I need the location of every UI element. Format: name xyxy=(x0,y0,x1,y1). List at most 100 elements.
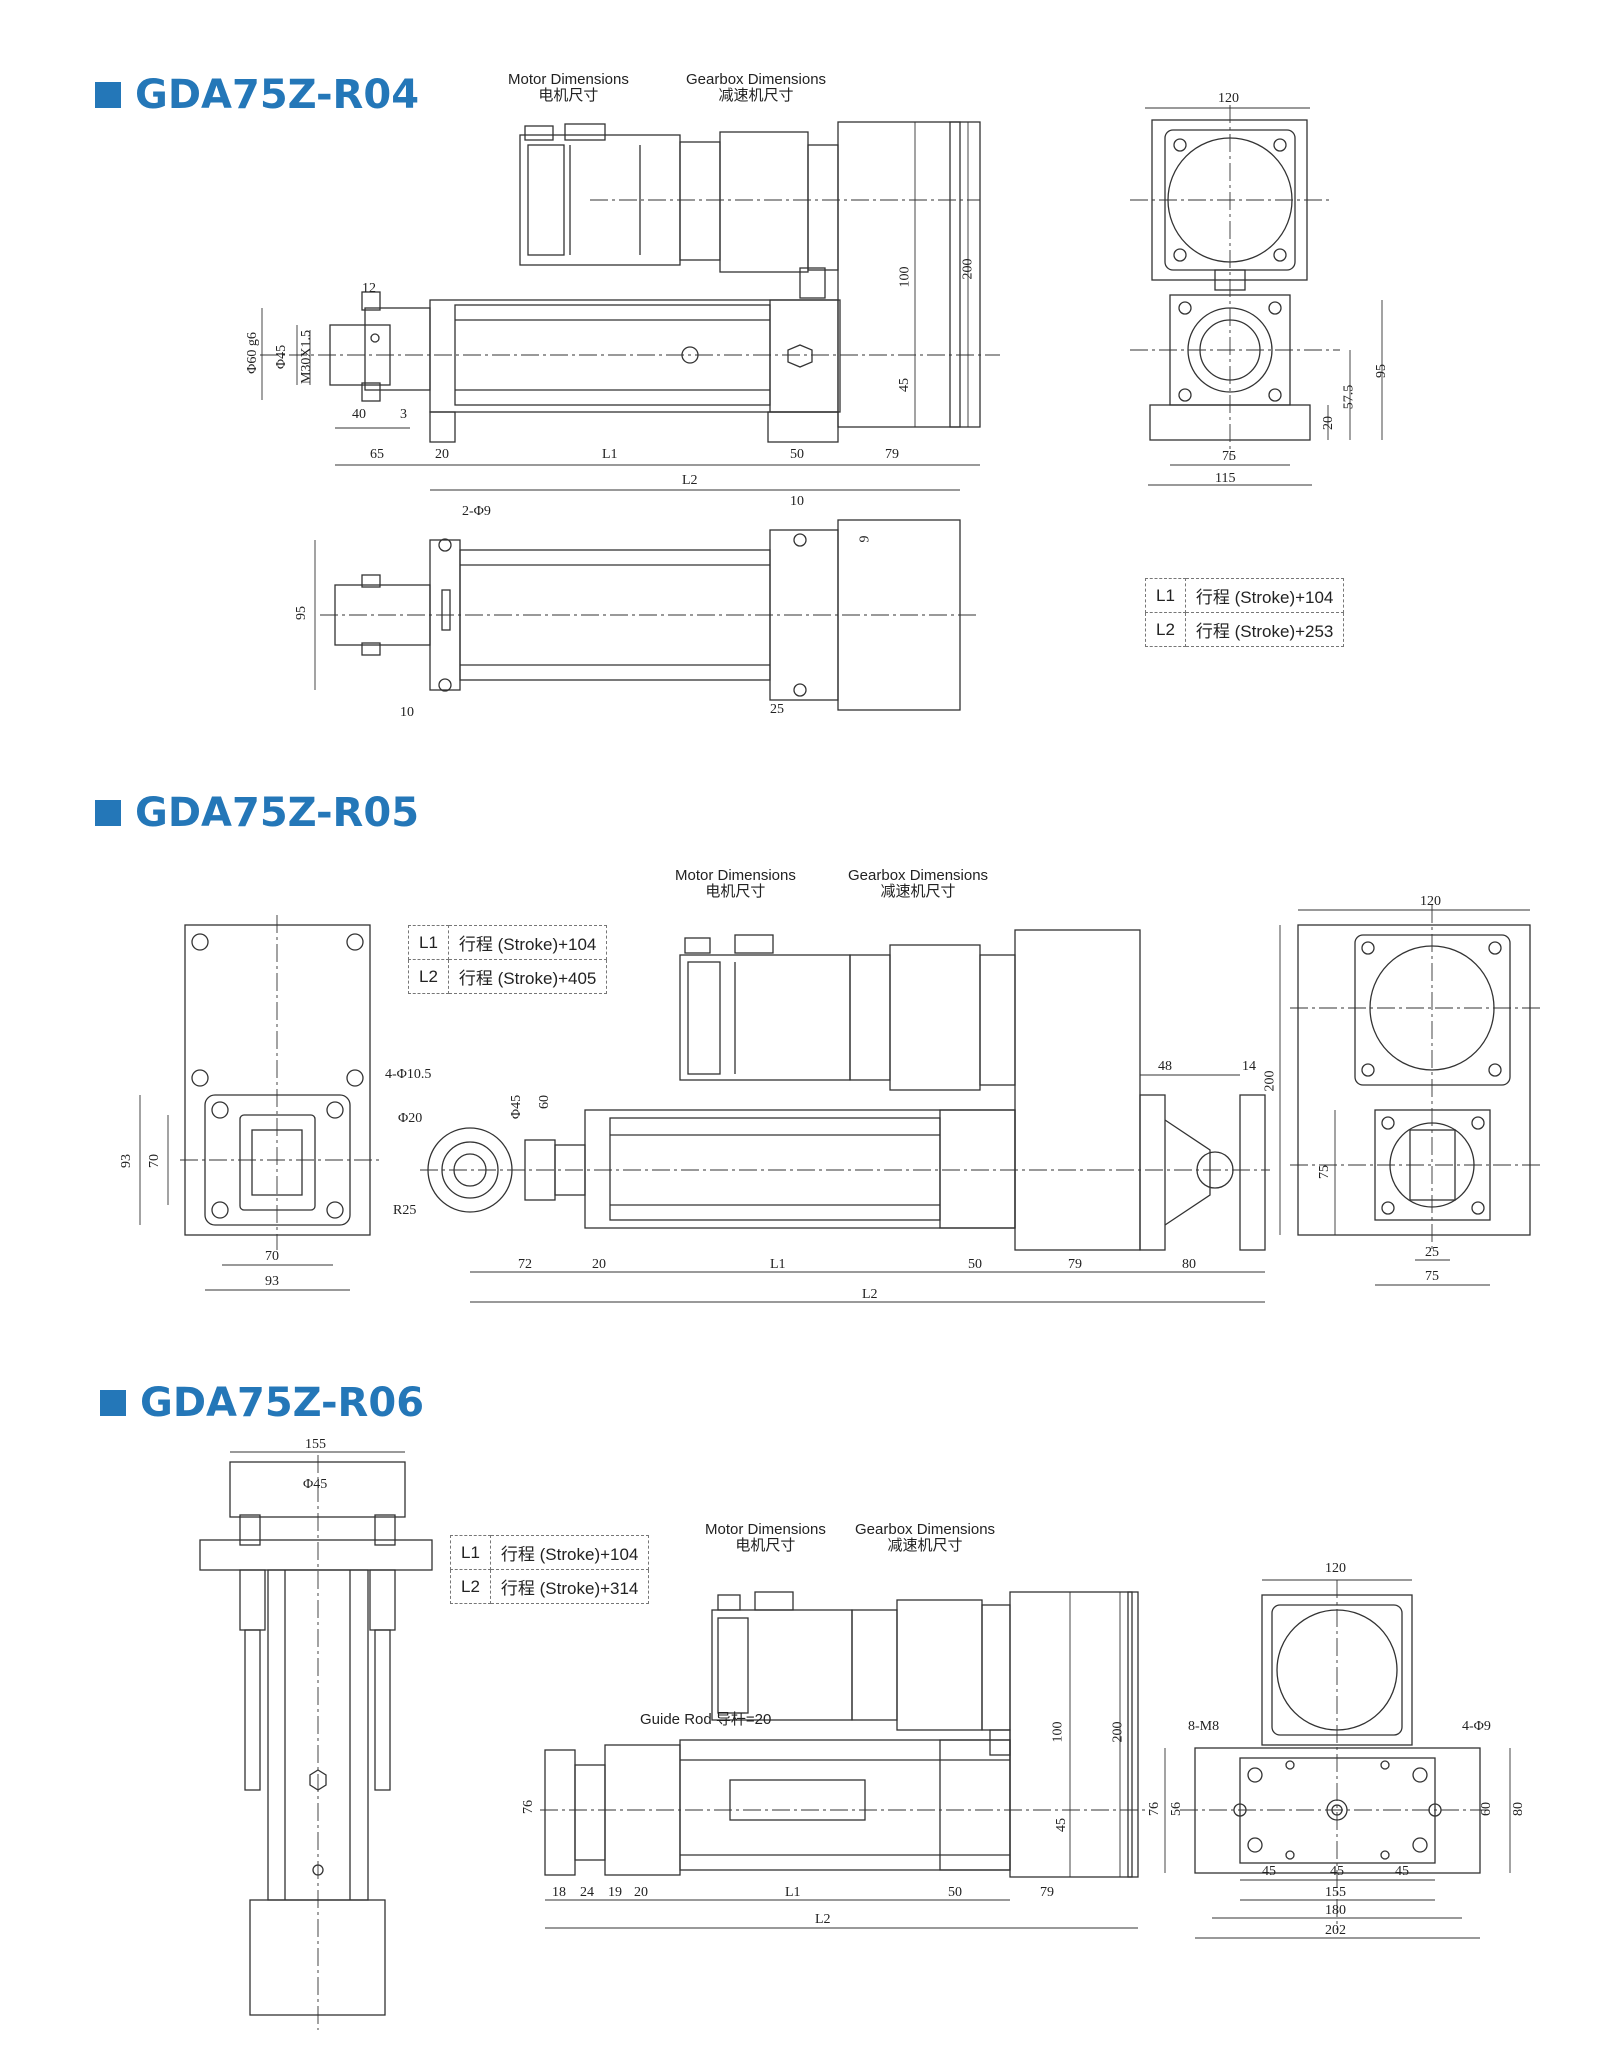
r05-side-view xyxy=(420,929,1270,1303)
dim-label: R25 xyxy=(393,1203,417,1218)
dim-label: 40 xyxy=(352,407,366,422)
dim-label: L2 xyxy=(862,1287,878,1302)
dim-label: L1 xyxy=(785,1885,801,1900)
dim-label: 95 xyxy=(1374,364,1389,378)
dim-label: 80 xyxy=(1182,1257,1196,1272)
table-cell: L2 xyxy=(450,1569,491,1604)
title-square-icon xyxy=(100,1390,126,1416)
dim-label: 45 xyxy=(1395,1864,1409,1879)
table-row: L1 行程 (Stroke)+104 xyxy=(450,1535,650,1570)
dim-label: 70 xyxy=(147,1154,162,1168)
label-cn: 减速机尺寸 xyxy=(718,87,794,104)
dim-label: 60 xyxy=(537,1095,552,1109)
dim-label: 20 xyxy=(592,1257,606,1272)
r05-end-view xyxy=(1279,905,1540,1286)
dim-label: 50 xyxy=(790,447,804,462)
label-en: Gearbox Dimensions xyxy=(686,71,827,88)
dim-label: 4-Φ10.5 xyxy=(385,1067,432,1082)
dim-label: 8-M8 xyxy=(1188,1719,1220,1734)
table-row: L2 行程 (Stroke)+405 xyxy=(408,959,608,994)
dim-label: 75 xyxy=(1222,449,1236,464)
r04-top-view xyxy=(314,519,980,711)
label-en: Motor Dimensions xyxy=(508,71,629,88)
r04-end-view xyxy=(1130,105,1383,486)
r04-side-view xyxy=(260,121,1000,491)
section-title-r05: GDA75Z-R05 xyxy=(95,790,419,836)
dim-label: 60 xyxy=(1479,1802,1494,1816)
r05-flange-view xyxy=(139,915,380,1291)
dim-label: 75 xyxy=(1425,1269,1439,1284)
dim-label: 14 xyxy=(1242,1059,1256,1074)
table-cell: L1 xyxy=(450,1535,491,1570)
dim-label: 45 xyxy=(1262,1864,1276,1879)
dim-label: Φ45 xyxy=(509,1094,525,1120)
dim-label: 48 xyxy=(1158,1059,1172,1074)
label-en: Motor Dimensions xyxy=(705,1521,826,1538)
r06-end-view xyxy=(1164,1579,1511,1939)
table-cell: 行程 (Stroke)+104 xyxy=(1184,578,1345,613)
dim-label: Φ45 xyxy=(274,344,290,370)
dim-label: 115 xyxy=(1215,471,1236,486)
dim-label: 80 xyxy=(1511,1802,1526,1816)
dim-label: 93 xyxy=(119,1154,134,1168)
section-title-text: GDA75Z-R05 xyxy=(135,790,420,836)
dim-label: M30X1.5 xyxy=(299,329,315,385)
dim-label: 24 xyxy=(580,1885,594,1900)
r06-top-view xyxy=(199,1451,433,2030)
guide-rod-label: Guide Rod 导杆=20 xyxy=(640,1711,772,1728)
dim-label: 20 xyxy=(1321,416,1336,430)
table-cell: L2 xyxy=(408,959,449,994)
dim-label: 2-Φ9 xyxy=(462,504,491,519)
dim-label: 180 xyxy=(1325,1903,1346,1918)
dim-label: Φ20 xyxy=(398,1111,423,1126)
label-en: Gearbox Dimensions xyxy=(855,1521,996,1538)
table-cell: 行程 (Stroke)+104 xyxy=(447,925,608,960)
dim-label: 72 xyxy=(518,1257,532,1272)
section-title-text: GDA75Z-R04 xyxy=(135,72,420,118)
dim-label: 200 xyxy=(960,258,976,280)
table-cell: L2 xyxy=(1145,612,1186,647)
dim-label: L2 xyxy=(682,473,698,488)
table-cell: 行程 (Stroke)+253 xyxy=(1184,612,1345,647)
dim-label: 70 xyxy=(265,1249,279,1264)
dim-label: Φ45 xyxy=(303,1477,328,1492)
dim-label: 120 xyxy=(1325,1561,1346,1576)
dim-label: Φ60 g6 xyxy=(244,332,260,374)
dim-label: 79 xyxy=(885,447,899,462)
dim-label: 3 xyxy=(400,407,407,422)
table-cell: 行程 (Stroke)+104 xyxy=(489,1535,650,1570)
motor-dimensions-label: Motor Dimensions 电机尺寸 xyxy=(675,868,796,900)
dim-label: 10 xyxy=(790,494,804,509)
dim-label: 75 xyxy=(1317,1165,1332,1179)
dim-label: 45 xyxy=(897,378,912,392)
dim-label: 25 xyxy=(770,702,784,717)
dim-label: L1 xyxy=(602,447,618,462)
dim-label: 12 xyxy=(362,281,376,296)
section-title-text: GDA75Z-R06 xyxy=(140,1380,425,1426)
title-square-icon xyxy=(95,800,121,826)
dim-label: 200 xyxy=(1110,1721,1126,1743)
table-row: L1 行程 (Stroke)+104 xyxy=(1145,578,1345,613)
dim-label: 10 xyxy=(400,705,414,720)
dim-label: 57.5 xyxy=(1341,384,1357,410)
length-table-r06: L1 行程 (Stroke)+104 L2 行程 (Stroke)+314 xyxy=(450,1535,650,1604)
dim-label: 50 xyxy=(948,1885,962,1900)
label-en: Motor Dimensions xyxy=(675,867,796,884)
dim-label: 100 xyxy=(1050,1721,1066,1743)
dim-label: 100 xyxy=(897,266,913,288)
table-cell: L1 xyxy=(1145,578,1186,613)
dim-label: 56 xyxy=(1169,1802,1184,1816)
dim-label: 50 xyxy=(968,1257,982,1272)
dim-label: 202 xyxy=(1325,1923,1346,1938)
title-square-icon xyxy=(95,82,121,108)
r06-side-view xyxy=(540,1591,1150,1929)
dim-label: 76 xyxy=(1147,1802,1162,1816)
label-cn: 电机尺寸 xyxy=(705,883,766,900)
dim-label: 200 xyxy=(1262,1070,1278,1092)
label-cn: 电机尺寸 xyxy=(735,1537,796,1554)
table-row: L2 行程 (Stroke)+253 xyxy=(1145,612,1345,647)
label-cn: 电机尺寸 xyxy=(538,87,599,104)
dim-label: 45 xyxy=(1330,1864,1344,1879)
dim-label: 93 xyxy=(265,1274,279,1289)
